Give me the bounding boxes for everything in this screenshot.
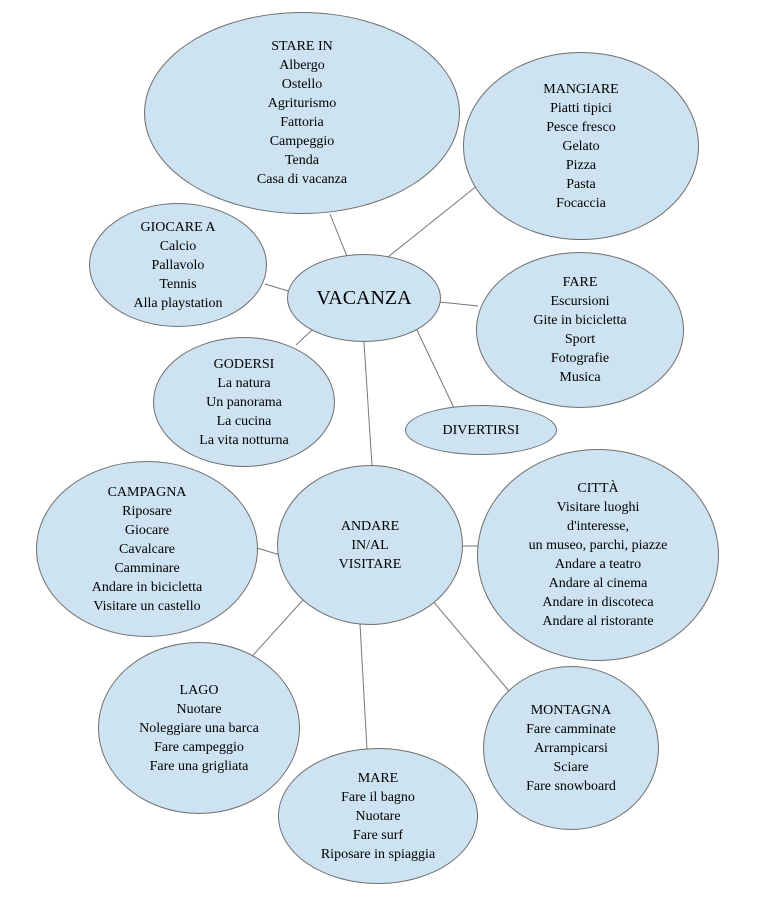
bubble-title: DIVERTIRSI [442,422,520,438]
connector-campagna [256,547,281,556]
bubble-item: Un panorama [206,394,282,410]
bubble-item: Pasta [566,176,596,192]
bubble-vacanza: VACANZA [287,254,441,342]
bubble-giocare: GIOCARE A Calcio Pallavolo Tennis Alla p… [89,203,267,327]
bubble-item: Noleggiare una barca [139,720,259,736]
bubble-item: Nuotare [176,701,222,717]
bubble-item: Alla playstation [133,295,223,311]
bubble-andare: ANDARE IN/AL VISITARE [277,465,463,625]
bubble-title: GIOCARE A [140,219,216,235]
bubble-item: Visitare luoghi [556,500,640,515]
bubble-montagna: MONTAGNA Fare camminate Arrampicarsi Sci… [483,666,659,830]
bubble-title: ANDARE [340,518,400,534]
bubble-campagna: CAMPAGNA Riposare Giocare Cavalcare Camm… [36,461,258,637]
bubble-title: CITTÀ [577,481,619,496]
bubble-divertirsi: DIVERTIRSI [405,405,557,455]
bubble-item: Fare una grigliata [149,758,249,774]
bubble-item: Fare snowboard [526,778,616,794]
bubble-item: Focaccia [556,195,606,211]
bubble-item: Agriturismo [267,96,337,111]
bubble-item: Calcio [159,238,197,254]
bubble-title: STARE IN [271,39,333,54]
bubble-item: Campeggio [269,134,335,149]
bubble-item: un museo, parchi, piazze [528,538,668,553]
bubble-item: La natura [217,375,271,391]
bubble-item: Andare in bicicletta [91,579,203,595]
bubble-title: VISITARE [338,556,402,572]
bubble-item: Fotografie [550,351,610,366]
bubble-fare: FARE Escursioni Gite in bicicletta Sport… [476,252,684,408]
bubble-item: Musica [559,370,601,385]
bubble-item: Andare a teatro [554,557,642,572]
bubble-item: Nuotare [355,808,401,824]
bubble-mangiare: MANGIARE Piatti tipici Pesce fresco Gela… [463,52,699,240]
bubble-title: MARE [357,770,399,786]
bubble-item: Arrampicarsi [534,740,608,756]
connector-mangiare [387,184,479,258]
center-title: VACANZA [316,287,412,309]
bubble-citta: CITTÀ Visitare luoghi d'interesse, un mu… [477,449,719,661]
bubble-title: FARE [562,275,598,290]
bubble-item: d'interesse, [566,519,629,534]
bubble-item: Visitare un castello [93,598,201,614]
bubble-item: Ostello [281,77,323,92]
bubble-item: Casa di vacanza [256,172,348,187]
bubble-item: La cucina [216,413,272,429]
bubble-item: Fare campeggio [154,739,244,755]
connector-divertirsi [415,327,456,411]
bubble-item: Tenda [284,153,319,168]
bubble-lago: LAGO Nuotare Noleggiare una barca Fare c… [98,642,300,814]
bubble-item: Andare al ristorante [542,614,654,629]
connector-lago [245,599,304,664]
connector-montagna [431,599,515,698]
bubble-item: Andare al cinema [548,576,648,591]
connector-stare-in [329,213,349,260]
bubble-item: Albergo [279,58,325,73]
bubble-title: MANGIARE [543,81,619,97]
bubble-item: Tennis [159,276,197,292]
bubble-item: La vita notturna [199,432,289,448]
connector-mare [359,623,368,751]
bubble-item: Fare camminate [526,721,616,737]
bubble-godersi: GODERSI La natura Un panorama La cucina … [153,337,335,467]
bubble-item: Fattoria [280,115,324,130]
bubble-item: Pizza [565,157,597,173]
bubble-mare: MARE Fare il bagno Nuotare Fare surf Rip… [278,748,478,884]
bubble-title: MONTAGNA [530,702,612,718]
bubble-item: Fare il bagno [341,789,415,805]
bubble-item: Cavalcare [119,541,175,557]
bubble-title: GODERSI [213,356,275,372]
bubble-item: Giocare [124,522,170,538]
bubble-title: IN/AL [351,537,389,553]
bubble-item: Camminare [114,560,180,576]
bubble-item: Piatti tipici [550,100,612,116]
bubble-item: Sport [564,332,596,347]
bubble-item: Andare in discoteca [542,595,654,610]
bubble-item: Sciare [553,759,589,775]
connector-hub [363,341,373,467]
connector-giocare [264,283,289,292]
bubble-item: Riposare in spiaggia [320,846,436,862]
bubble-item: Escursioni [550,294,610,309]
bubble-title: CAMPAGNA [107,484,187,500]
bubble-item: Fare surf [352,827,404,843]
bubble-item: Pesce fresco [546,119,616,135]
bubble-item: Gelato [562,138,600,154]
bubble-item: Gite in bicicletta [533,313,627,328]
bubble-item: Riposare [122,503,172,519]
connector-fare [439,301,479,307]
bubble-title: LAGO [179,682,219,698]
connector-godersi [295,329,313,346]
bubble-item: Pallavolo [151,257,205,273]
bubble-stare-in: STARE IN Albergo Ostello Agriturismo Fat… [144,12,460,214]
